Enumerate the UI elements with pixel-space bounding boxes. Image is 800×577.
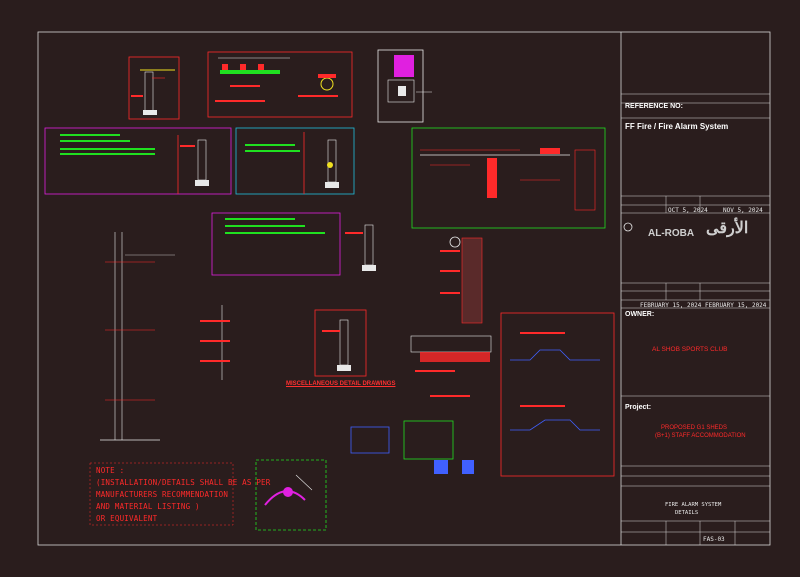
note-line: MANUFACTURERS RECOMMENDATION bbox=[96, 490, 229, 499]
sheet-border bbox=[37, 31, 771, 546]
note-line: OR EQUIVALENT bbox=[96, 514, 158, 523]
detail-device-labels bbox=[350, 420, 474, 474]
consultant-name: AL-ROBA bbox=[648, 228, 695, 239]
owner-name: AL SHOB SPORTS CLUB bbox=[652, 346, 728, 353]
system-title: FF Fire / Fire Alarm System bbox=[625, 122, 729, 131]
detail-ceiling-mount bbox=[207, 51, 353, 118]
detail-floor-section bbox=[410, 335, 492, 397]
detail-magenta-panel-2 bbox=[211, 212, 376, 276]
title-block-grid bbox=[621, 93, 770, 545]
detail-conduit-column bbox=[200, 305, 230, 380]
detail-wall-penetration bbox=[440, 236, 483, 324]
sheet-title-line: DETAILS bbox=[675, 510, 699, 516]
consultant-logo bbox=[623, 222, 633, 232]
reference-label: REFERENCE NO: bbox=[625, 103, 683, 110]
note-box bbox=[89, 462, 234, 526]
detail-green-panel bbox=[411, 127, 606, 229]
note-line: (INSTALLATION/DETAILS SHALL BE AS PER bbox=[96, 478, 271, 487]
misc-detail-caption: MISCELLANEOUS DETAIL DRAWINGS bbox=[286, 381, 396, 387]
detail-riser-elevation bbox=[100, 232, 175, 441]
note-line: NOTE : bbox=[96, 466, 125, 475]
detail-green-dashed-zone bbox=[255, 459, 327, 531]
project-label: Project: bbox=[625, 404, 652, 411]
detail-magenta-panel bbox=[44, 127, 232, 195]
date-c: FEBRUARY 15, 2024 bbox=[640, 302, 702, 309]
date-a: OCT 5, 2024 bbox=[668, 207, 708, 214]
note-line: AND MATERIAL LISTING ) bbox=[96, 502, 200, 511]
detail-wall-section-1 bbox=[128, 56, 180, 120]
project-line: PROPOSED G1 SHEDS bbox=[661, 425, 728, 431]
detail-red-small bbox=[314, 309, 367, 377]
consultant-arabic: الأرقى bbox=[706, 220, 749, 237]
detail-junction-box bbox=[377, 49, 432, 123]
sheet-title-line: FIRE ALARM SYSTEM bbox=[665, 502, 722, 508]
detail-cyan-panel bbox=[235, 127, 355, 195]
owner-label: OWNER: bbox=[625, 311, 655, 318]
detail-red-large-panel bbox=[500, 312, 615, 477]
project-line: (B+1) STAFF ACCOMMODATION bbox=[655, 433, 746, 439]
date-d: FEBRUARY 15, 2024 bbox=[705, 302, 767, 309]
date-b: NOV 5, 2024 bbox=[723, 207, 763, 214]
sheet-number: FAS-03 bbox=[703, 536, 725, 543]
